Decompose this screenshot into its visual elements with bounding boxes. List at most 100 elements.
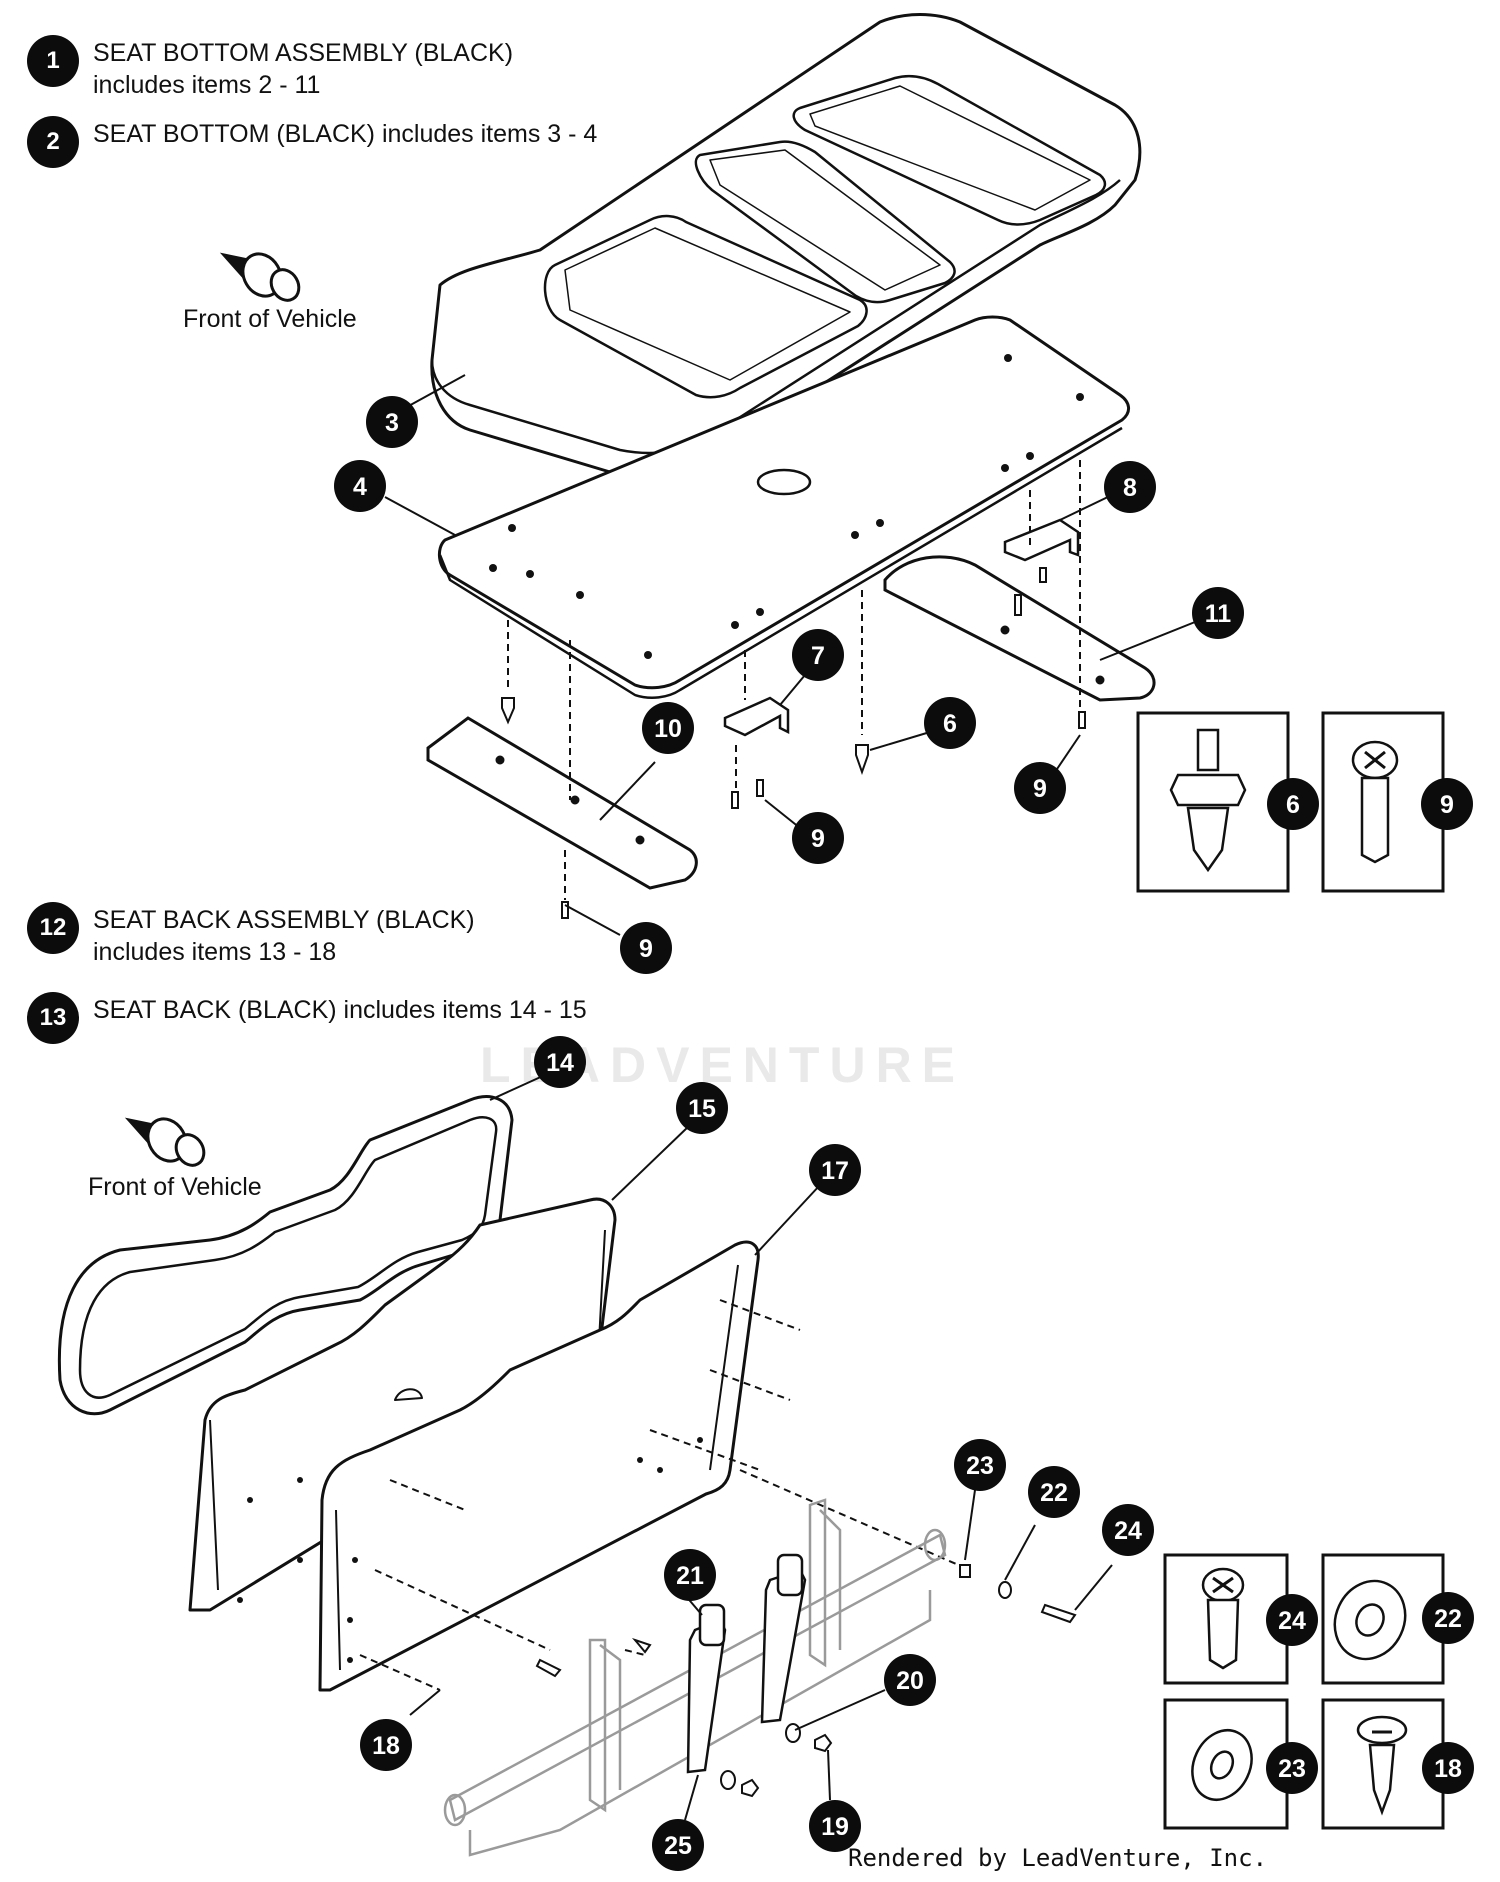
seat-back-cushion-14 bbox=[57, 1095, 514, 1416]
callout-circle bbox=[884, 1654, 936, 1706]
callout-number: 22 bbox=[1040, 1479, 1068, 1507]
screw-icon bbox=[1351, 740, 1399, 864]
bracket-8 bbox=[1003, 518, 1080, 562]
callout-number: 14 bbox=[546, 1049, 574, 1077]
callout-circle bbox=[792, 812, 844, 864]
callout-c15: 15 bbox=[676, 1082, 728, 1134]
callout-number: 7 bbox=[811, 642, 825, 670]
callout-c11: 11 bbox=[1192, 587, 1244, 639]
callout-c9a: 9 bbox=[1014, 762, 1066, 814]
callout-circle bbox=[642, 702, 694, 754]
callout-number: 4 bbox=[353, 473, 367, 501]
callout-number: 24 bbox=[1278, 1607, 1306, 1635]
hardware-washers bbox=[535, 1564, 1077, 1798]
callout-number: 11 bbox=[1205, 600, 1232, 628]
callout-number: 19 bbox=[821, 1813, 849, 1841]
callout-c24: 24 bbox=[1102, 1504, 1154, 1556]
callout-number: 21 bbox=[676, 1562, 704, 1590]
assembly-guide-lines bbox=[507, 460, 1081, 900]
callout-circle bbox=[334, 460, 386, 512]
callout-c8: 8 bbox=[1104, 461, 1156, 513]
callout-number: 9 bbox=[1440, 791, 1454, 819]
callout-circle bbox=[1102, 1504, 1154, 1556]
callout-number: 22 bbox=[1434, 1605, 1462, 1633]
callout-circle bbox=[809, 1144, 861, 1196]
direction-arrow-icon bbox=[124, 1117, 206, 1167]
callout-i18: 18 bbox=[1422, 1742, 1474, 1794]
callout-circle bbox=[1422, 1742, 1474, 1794]
seat-back-board-17 bbox=[318, 1240, 760, 1692]
callout-circle bbox=[360, 1719, 412, 1771]
seat-support-strip-11 bbox=[883, 555, 1156, 702]
callout-circle bbox=[1421, 778, 1473, 830]
callout-circle bbox=[1266, 1742, 1318, 1794]
callout-c9c: 9 bbox=[620, 922, 672, 974]
legend-number: 12 bbox=[27, 902, 79, 954]
callout-circle bbox=[1266, 1594, 1318, 1646]
legend-text: SEAT BOTTOM (BLACK) includes items 3 - 4 bbox=[93, 120, 598, 148]
assembly-guide-lines bbox=[359, 1299, 971, 1691]
callout-c9b: 9 bbox=[792, 812, 844, 864]
callout-circle bbox=[792, 629, 844, 681]
callout-circle bbox=[924, 697, 976, 749]
callout-circle bbox=[954, 1439, 1006, 1491]
callout-number: 23 bbox=[1278, 1755, 1306, 1783]
callout-group: 3 4 8 11 7 6 10 9 9 9 14 15 17 23 22 24 21 20 18 19 25 6 9 24 22… bbox=[334, 396, 1474, 1871]
callout-circle bbox=[664, 1549, 716, 1601]
legend-text: includes items 2 - 11 bbox=[93, 71, 321, 99]
seat-bottom-cushion bbox=[430, 13, 1142, 478]
callout-circle bbox=[1014, 762, 1066, 814]
flat-washer-icon bbox=[1191, 1729, 1253, 1801]
callout-c4: 4 bbox=[334, 460, 386, 512]
stud-fastener-icon bbox=[1169, 728, 1247, 873]
callout-c25: 25 bbox=[652, 1819, 704, 1871]
callout-circle bbox=[652, 1819, 704, 1871]
callout-c14: 14 bbox=[534, 1036, 586, 1088]
callout-number: 10 bbox=[654, 715, 682, 743]
callout-c17: 17 bbox=[809, 1144, 861, 1196]
callout-number: 23 bbox=[966, 1452, 994, 1480]
callout-number: 6 bbox=[1286, 791, 1300, 819]
callout-c20: 20 bbox=[884, 1654, 936, 1706]
callout-c22: 22 bbox=[1028, 1466, 1080, 1518]
legend-text: SEAT BOTTOM ASSEMBLY (BLACK) bbox=[93, 39, 514, 67]
callout-circle bbox=[1267, 778, 1319, 830]
front-of-vehicle-label: Front of Vehicle bbox=[88, 1173, 262, 1201]
callout-number: 3 bbox=[385, 409, 399, 437]
callout-number: 8 bbox=[1123, 474, 1137, 502]
screw-icon bbox=[1201, 1567, 1245, 1670]
legend-text: includes items 13 - 18 bbox=[93, 938, 337, 966]
callout-c7: 7 bbox=[792, 629, 844, 681]
callout-number: 9 bbox=[811, 825, 825, 853]
callout-number: 9 bbox=[639, 935, 653, 963]
callout-circle bbox=[534, 1036, 586, 1088]
hardware-screws bbox=[501, 567, 1086, 919]
callout-c23: 23 bbox=[954, 1439, 1006, 1491]
callout-c6: 6 bbox=[924, 697, 976, 749]
inset-box bbox=[1136, 711, 1445, 1830]
front-of-vehicle-label: Front of Vehicle bbox=[183, 305, 357, 333]
callout-number: 9 bbox=[1033, 775, 1047, 803]
callout-c18: 18 bbox=[360, 1719, 412, 1771]
seat-bottom-board bbox=[437, 315, 1130, 699]
callout-circle bbox=[1422, 1592, 1474, 1644]
callout-circle bbox=[676, 1082, 728, 1134]
bracket-7 bbox=[723, 696, 790, 737]
callout-number: 18 bbox=[372, 1732, 400, 1760]
callout-c10: 10 bbox=[642, 702, 694, 754]
legend-text: SEAT BACK (BLACK) includes items 14 - 15 bbox=[93, 996, 587, 1024]
callout-circle bbox=[620, 922, 672, 974]
direction-arrow-icon bbox=[219, 252, 301, 302]
callout-c21: 21 bbox=[664, 1549, 716, 1601]
seat-support-strip-10 bbox=[426, 716, 698, 890]
callout-i23: 23 bbox=[1266, 1742, 1318, 1794]
callout-number: 24 bbox=[1114, 1517, 1142, 1545]
callout-number: 6 bbox=[943, 710, 957, 738]
rendered-by-footer: Rendered by LeadVenture, Inc. bbox=[848, 1844, 1268, 1872]
callout-number: 18 bbox=[1434, 1755, 1462, 1783]
legend-number: 1 bbox=[27, 35, 79, 87]
callout-c19: 19 bbox=[809, 1800, 861, 1852]
callout-circle bbox=[366, 396, 418, 448]
callout-i24: 24 bbox=[1266, 1594, 1318, 1646]
